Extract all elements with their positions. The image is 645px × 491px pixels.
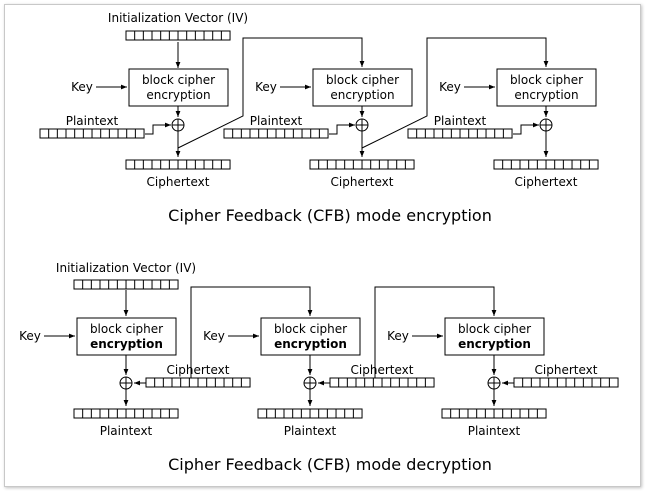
- enc-ciphertext-register-1: [125, 159, 231, 170]
- enc-plaintext-register-3: [407, 128, 513, 139]
- dec-ciphertext-register-3: [513, 377, 619, 388]
- dec-plaintext-register-3: [441, 408, 547, 419]
- enc-ciphertext-register-3: [493, 159, 599, 170]
- dec-caption: Cipher Feedback (CFB) mode decryption: [168, 455, 492, 474]
- dec-block-cipher-3: [444, 317, 545, 356]
- dec-ciphertext-label-1: Ciphertext: [167, 363, 230, 377]
- enc-key-label-2: Key: [255, 80, 277, 94]
- dec-ciphertext-label-3: Ciphertext: [535, 363, 598, 377]
- enc-stage-3: Key block cipher encryption Plaintext Ci…: [407, 68, 599, 189]
- dec-key-label-2: Key: [203, 329, 225, 343]
- dec-plaintext-label-1: Plaintext: [100, 424, 153, 438]
- dec-iv-register-cells: [73, 279, 179, 290]
- dec-ciphertext-label-2: Ciphertext: [351, 363, 414, 377]
- enc-key-label-3: Key: [439, 80, 461, 94]
- dec-block-line2-3: encryption: [458, 337, 531, 351]
- enc-caption: Cipher Feedback (CFB) mode encryption: [168, 206, 492, 225]
- dec-plaintext-register-2: [257, 408, 363, 419]
- xor-icon: [119, 376, 133, 390]
- xor-icon: [487, 376, 501, 390]
- enc-stage-2: Key block cipher encryption Plaintext Ci…: [223, 37, 549, 189]
- enc-block-cipher-2: [312, 68, 413, 107]
- decryption-diagram: Initialization Vector (IV) Key block cip…: [19, 261, 619, 474]
- dec-plaintext-label-2: Plaintext: [284, 424, 337, 438]
- dec-block-cipher-2: [260, 317, 361, 356]
- dec-plaintext-register-1: [73, 408, 179, 419]
- dec-block-line1-2: block cipher: [274, 322, 347, 336]
- enc-block-line1-3: block cipher: [510, 73, 583, 87]
- enc-iv-register-cells: [125, 30, 231, 41]
- enc-ciphertext-label-1: Ciphertext: [147, 175, 210, 189]
- dec-plaintext-label-3: Plaintext: [468, 424, 521, 438]
- dec-block-line2-1: encryption: [90, 337, 163, 351]
- enc-block-line2-2: encryption: [330, 88, 394, 102]
- xor-icon: [303, 376, 317, 390]
- enc-iv-label: Initialization Vector (IV): [108, 11, 248, 25]
- enc-block-line2-1: encryption: [146, 88, 210, 102]
- enc-ciphertext-label-2: Ciphertext: [331, 175, 394, 189]
- enc-plaintext-label-3: Plaintext: [434, 114, 487, 128]
- dec-block-line1-3: block cipher: [458, 322, 531, 336]
- xor-icon: [355, 118, 369, 132]
- enc-ciphertext-label-3: Ciphertext: [515, 175, 578, 189]
- dec-block-line2-2: encryption: [274, 337, 347, 351]
- dec-key-label-1: Key: [19, 329, 41, 343]
- enc-block-line2-3: encryption: [514, 88, 578, 102]
- enc-stage-1: Key block cipher encryption Plaintext Ci…: [39, 37, 365, 189]
- dec-stage-2: Key block cipher encryption Ciphertext P…: [203, 286, 497, 438]
- enc-plaintext-label-1: Plaintext: [66, 114, 119, 128]
- xor-icon: [539, 118, 553, 132]
- dec-stage-1: Key block cipher encryption Ciphertext P…: [19, 286, 313, 438]
- dec-iv-label: Initialization Vector (IV): [56, 261, 196, 275]
- dec-stage-3: Key block cipher encryption Ciphertext P…: [387, 317, 619, 438]
- encryption-diagram: Initialization Vector (IV) Key block cip…: [39, 11, 599, 225]
- enc-key-label-1: Key: [71, 80, 93, 94]
- enc-block-cipher-1: [128, 68, 229, 107]
- enc-block-line1-1: block cipher: [142, 73, 215, 87]
- xor-icon: [171, 118, 185, 132]
- dec-block-line1-1: block cipher: [90, 322, 163, 336]
- enc-block-line1-2: block cipher: [326, 73, 399, 87]
- enc-ciphertext-register-2: [309, 159, 415, 170]
- dec-ciphertext-register-1: [145, 377, 251, 388]
- enc-plaintext-register-1: [39, 128, 145, 139]
- enc-plaintext-label-2: Plaintext: [250, 114, 303, 128]
- dec-key-label-3: Key: [387, 329, 409, 343]
- dec-ciphertext-register-2: [329, 377, 435, 388]
- enc-plaintext-register-2: [223, 128, 329, 139]
